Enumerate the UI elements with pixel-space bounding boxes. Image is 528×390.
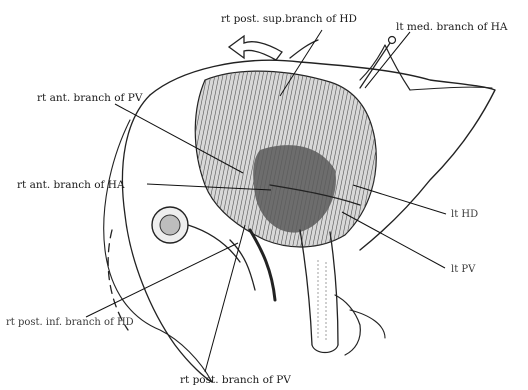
label-rt-post-inf-branch-hd: rt post. inf. branch of HD <box>6 317 134 328</box>
label-rt-ant-branch-pv: rt ant. branch of PV <box>37 92 143 104</box>
label-rt-ant-branch-ha: rt ant. branch of HA <box>17 179 125 191</box>
portal-vein-trunk <box>300 230 338 353</box>
label-lt-hd: lt HD <box>451 209 478 220</box>
hatch-line <box>114 60 154 260</box>
retracted-duct <box>335 295 385 355</box>
label-lt-pv: lt PV <box>451 264 476 275</box>
hatch-line <box>110 60 150 260</box>
label-lt-med-branch-ha: lt med. branch of HA <box>396 21 508 33</box>
probe-instrument <box>360 37 396 89</box>
label-rt-post-branch-pv: rt post. branch of PV <box>180 374 291 386</box>
label-rt-post-sup-branch-hd: rt post. sup.branch of HD <box>221 13 357 25</box>
